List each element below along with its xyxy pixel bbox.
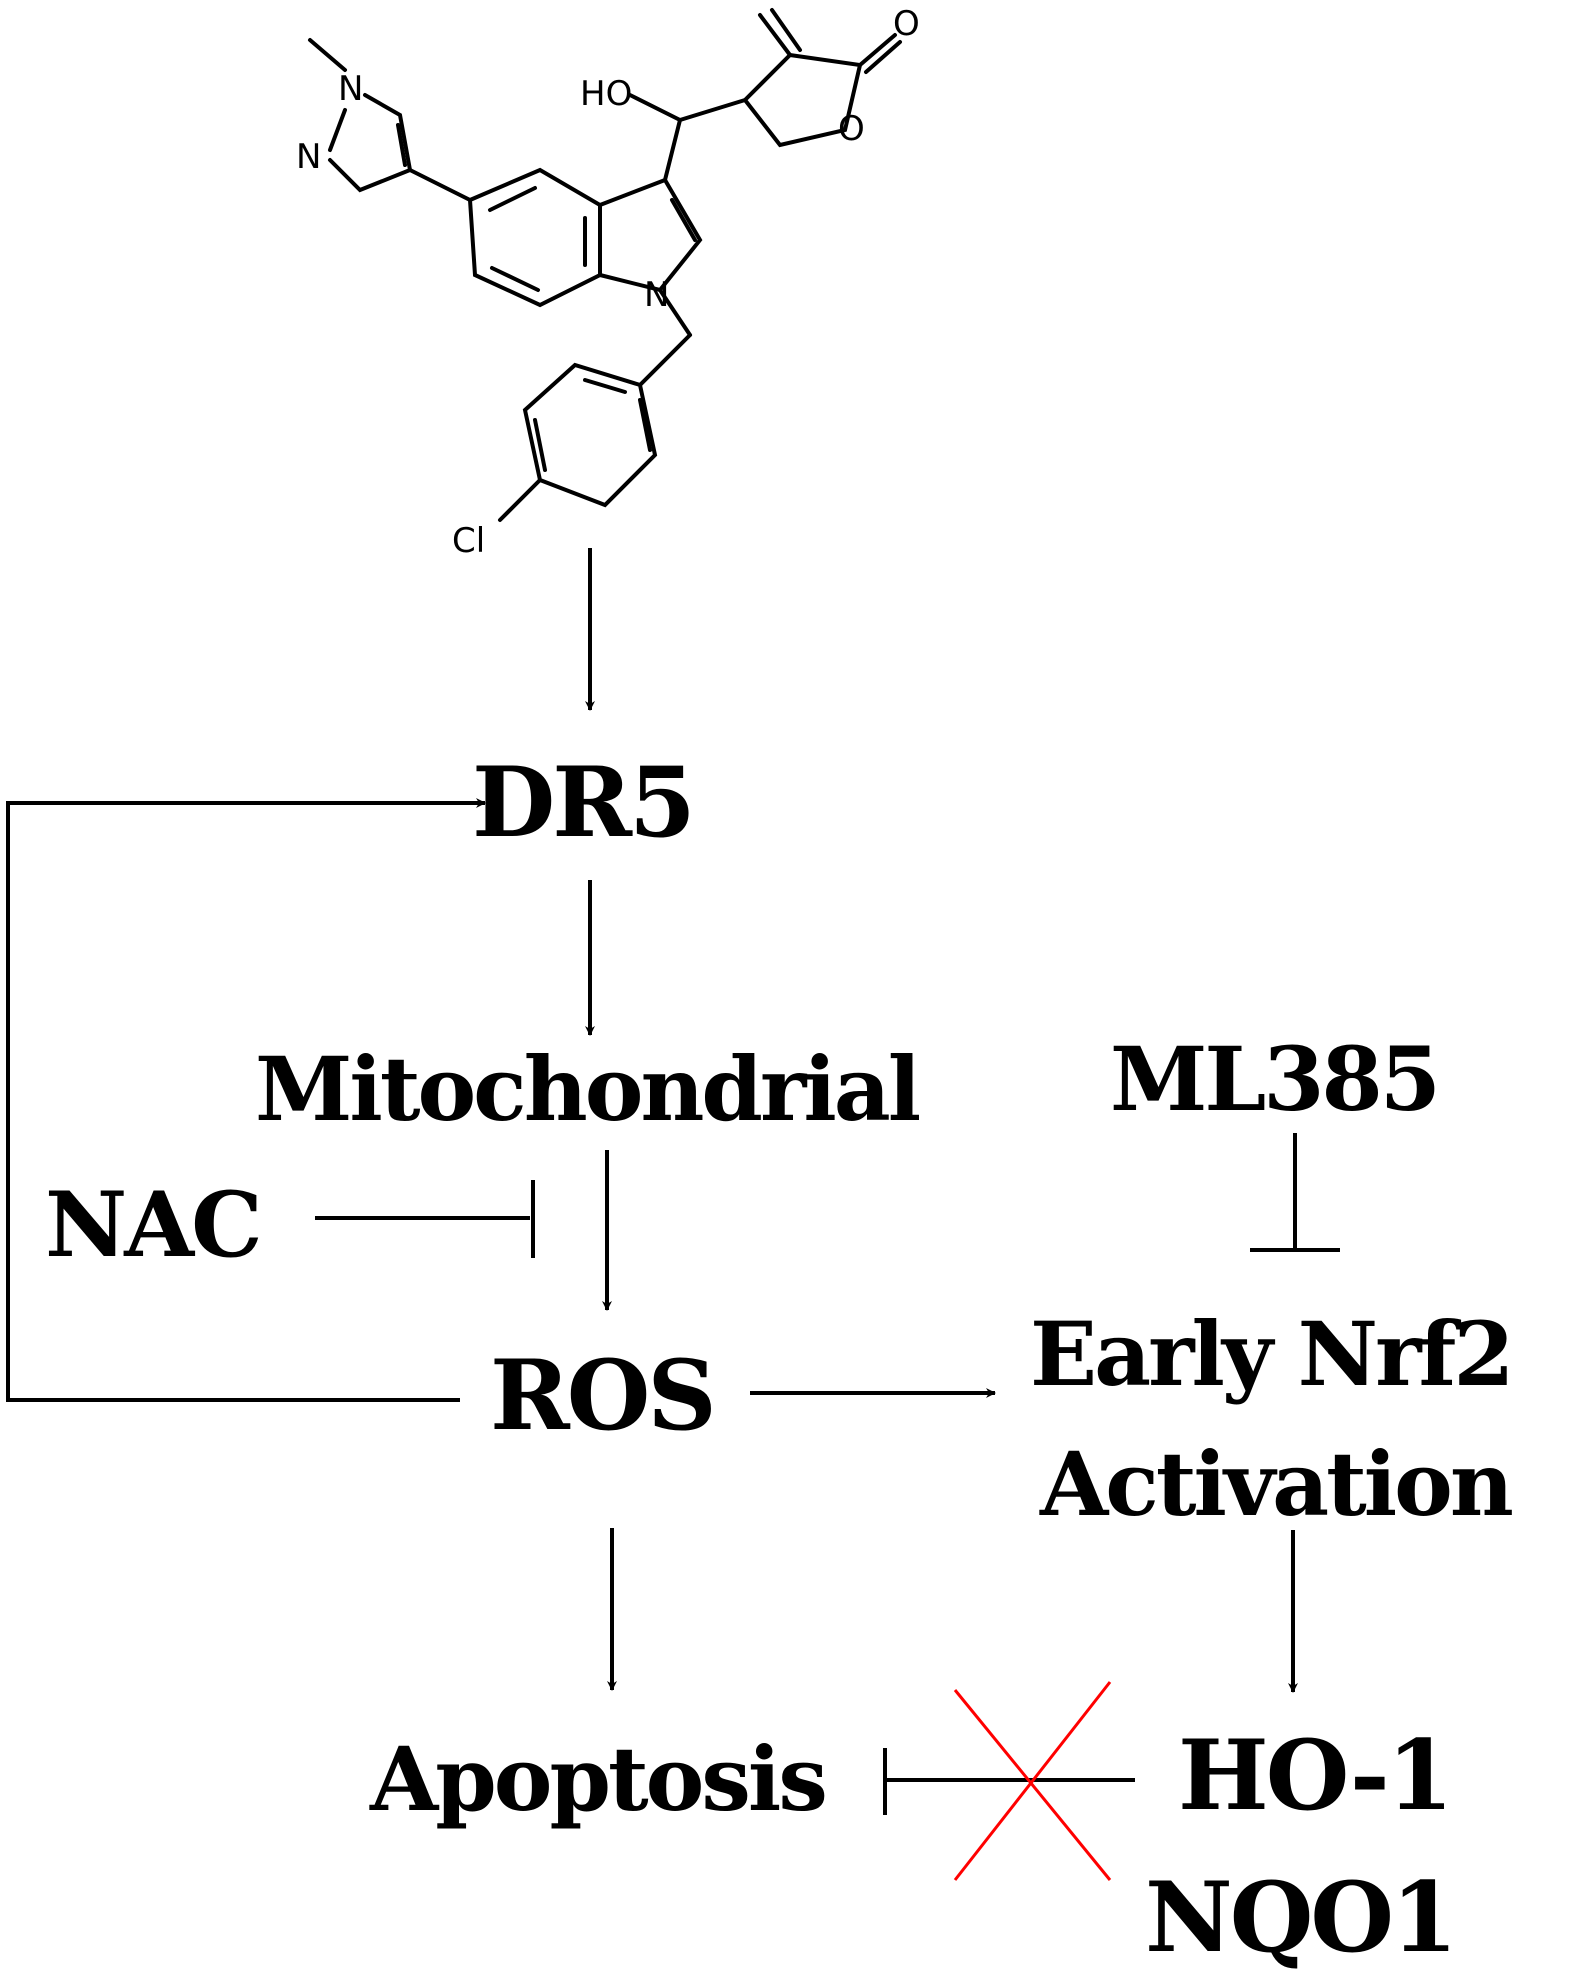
cross-stroke-1 bbox=[953, 1689, 1112, 1881]
carbonyl-bond bbox=[858, 33, 897, 67]
carbonyl-double bbox=[864, 40, 902, 74]
exo-methylene-bond bbox=[758, 13, 792, 57]
chlorophenyl-double-3 bbox=[583, 378, 627, 394]
node-early-nrf2: Early Nrf2 bbox=[1030, 1302, 1515, 1406]
node-dr5: DR5 bbox=[472, 746, 696, 859]
node-nqo1: NQO1 bbox=[1145, 1861, 1458, 1974]
atom-n-methyl: N bbox=[338, 69, 363, 109]
atom-ring-oxygen: O bbox=[838, 109, 865, 149]
hydroxyl-bond bbox=[628, 93, 682, 122]
indole-benzene-ring bbox=[467, 167, 602, 308]
pyrrole-double bbox=[670, 198, 697, 242]
pyrazole-nn-bond bbox=[328, 108, 347, 152]
n-ch2-bond bbox=[658, 288, 692, 337]
blocked-cross bbox=[953, 1681, 1112, 1881]
c-cl-bond bbox=[498, 478, 542, 522]
exo-methylene-double bbox=[770, 8, 802, 52]
node-ml385: ML385 bbox=[1110, 1027, 1441, 1131]
c3-chain-bond bbox=[663, 118, 682, 182]
atom-carbonyl-oxygen: O bbox=[893, 4, 920, 44]
pyrazole-double-bond bbox=[396, 123, 407, 167]
node-ho1: HO-1 bbox=[1178, 1719, 1453, 1832]
node-activation: Activation bbox=[1040, 1432, 1514, 1536]
aryl-link-bond bbox=[408, 168, 472, 202]
node-mitochondrial: Mitochondrial bbox=[255, 1037, 921, 1141]
cross-stroke-2 bbox=[953, 1681, 1112, 1881]
indole-double-3 bbox=[490, 266, 540, 292]
methyl-bond bbox=[308, 38, 347, 72]
node-ros: ROS bbox=[490, 1339, 717, 1452]
chlorophenyl-double-2 bbox=[533, 418, 547, 472]
benzyl-bond bbox=[638, 333, 692, 387]
atom-hydroxyl: HO bbox=[580, 74, 632, 114]
arrow-ros-feedback-to-dr5 bbox=[6, 798, 486, 1402]
indole-double-1 bbox=[488, 186, 537, 212]
node-nac: NAC bbox=[45, 1172, 263, 1278]
atom-chlorine: Cl bbox=[452, 521, 485, 561]
chlorophenyl-ring bbox=[522, 362, 658, 508]
node-apoptosis: Apoptosis bbox=[370, 1727, 828, 1831]
atom-labels: N N HO O O N Cl bbox=[296, 4, 920, 561]
atom-indole-n: N bbox=[644, 275, 669, 315]
chemical-structure bbox=[308, 8, 902, 522]
chlorophenyl-double-1 bbox=[638, 398, 652, 452]
pyrazole-ring bbox=[328, 93, 413, 193]
indole-pyrrole-ring bbox=[598, 177, 703, 293]
lactone-ring bbox=[742, 52, 863, 148]
lactone-link-bond bbox=[678, 98, 747, 122]
atom-n-ring: N bbox=[296, 137, 321, 177]
